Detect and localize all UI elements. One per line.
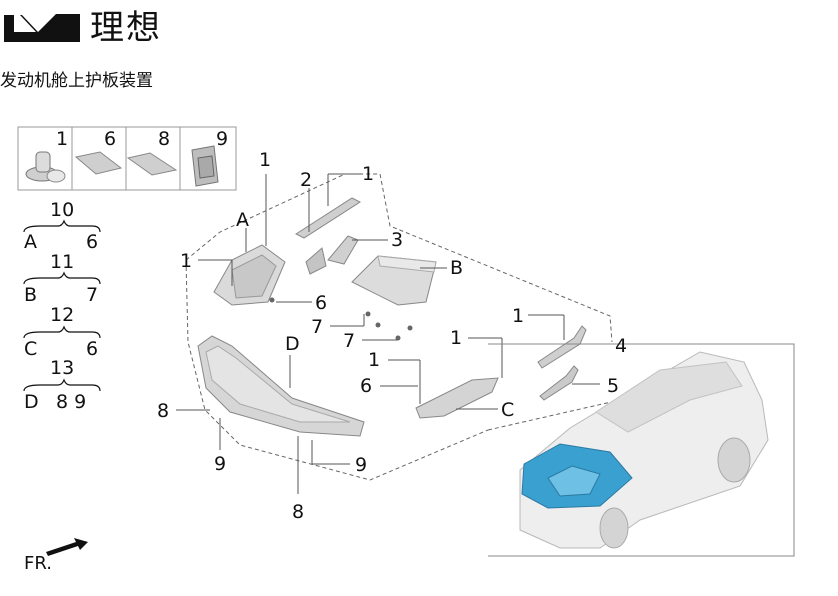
callout-label: 3 — [391, 229, 404, 251]
callout-label: 6 — [360, 375, 373, 397]
callout-label: A — [236, 209, 249, 231]
kit-braces — [23, 219, 101, 392]
kit-number: 13 — [50, 357, 75, 379]
part-2-strip — [294, 197, 362, 239]
callout-label: 1 — [180, 250, 193, 272]
callout-label: 7 — [343, 330, 356, 352]
part-3-bracket — [305, 235, 359, 275]
callout-label: 8 — [157, 400, 170, 422]
kit-right-item: 6 — [86, 338, 99, 360]
part-d-lower-panel — [197, 335, 365, 437]
kit-right-item: 6 — [86, 231, 99, 253]
kit-number: 12 — [50, 304, 75, 326]
callout-label: 7 — [311, 316, 324, 338]
callout-label: 1 — [512, 305, 525, 327]
front-direction-label: FR. — [24, 553, 52, 574]
kit-right-item: 7 — [86, 284, 99, 306]
front-direction-arrow-icon — [46, 538, 88, 556]
part-a-side-panel — [213, 244, 286, 306]
legend-part-number: 8 — [158, 128, 171, 150]
callout-label: 5 — [607, 375, 620, 397]
kit-number: 10 — [50, 199, 75, 221]
part-4-strip — [537, 325, 587, 369]
assembly-outline — [185, 173, 621, 481]
kit-left-item: B — [24, 284, 38, 306]
brand-name: 理想 — [90, 8, 162, 48]
callout-label: 1 — [450, 327, 463, 349]
part-5-bracket — [539, 365, 579, 401]
part-c-side-panel — [415, 377, 499, 419]
kit-right-item: 8 9 — [56, 391, 87, 413]
callout-label: 1 — [368, 349, 381, 371]
kit-number: 11 — [50, 251, 75, 273]
legend-part-number: 6 — [104, 128, 117, 150]
callout-label: 8 — [292, 501, 305, 523]
callout-label: D — [285, 333, 300, 355]
callout-label: 9 — [214, 453, 227, 475]
legend-part-number: 9 — [216, 128, 229, 150]
foam-strip-icon — [126, 152, 178, 176]
suv-location-icon — [488, 343, 795, 557]
callout-label: B — [450, 257, 464, 279]
leader-lines — [176, 173, 610, 494]
page-title: 发动机舱上护板装置 — [0, 71, 153, 91]
kit-left-item: D — [24, 391, 39, 413]
callout-label: 4 — [615, 335, 628, 357]
legend-part-number: 1 — [56, 128, 69, 150]
callout-label: 1 — [259, 149, 272, 171]
legend-box — [17, 126, 237, 191]
kit-left-item: A — [24, 231, 37, 253]
callout-label: 1 — [362, 163, 375, 185]
callout-label: 6 — [315, 292, 328, 314]
clip-nut-icon — [191, 145, 219, 187]
callout-label: C — [501, 399, 515, 421]
callout-label: 9 — [355, 454, 368, 476]
foam-pad-icon — [74, 151, 123, 175]
fastener-dots — [269, 297, 413, 341]
push-rivet-icon — [25, 151, 66, 183]
callout-label: 2 — [300, 169, 313, 191]
kit-left-item: C — [24, 338, 38, 360]
part-b-cover-pad — [351, 255, 437, 306]
